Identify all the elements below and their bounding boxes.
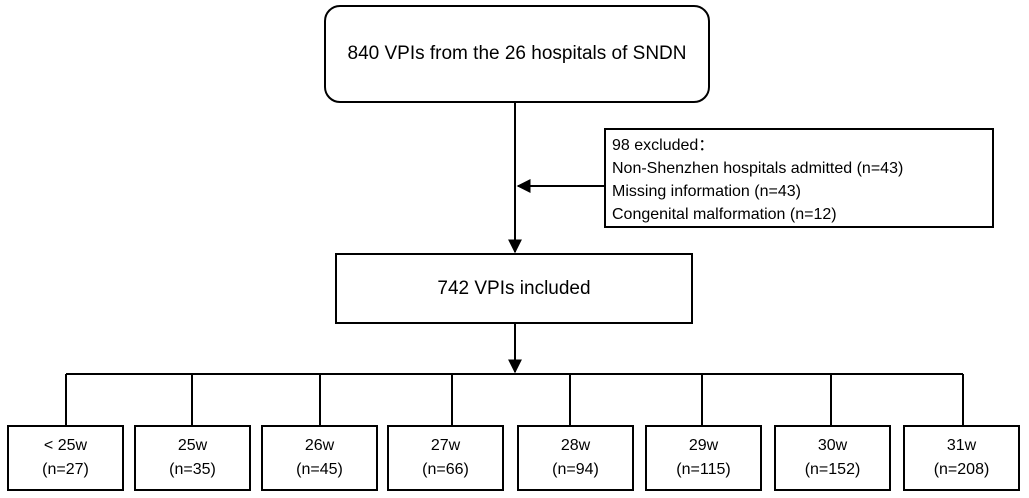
group-box-28w: 28w (n=94) [517, 425, 634, 491]
group-week: 27w [430, 437, 461, 454]
group-week: 29w [688, 437, 719, 454]
group-count: (n=94) [552, 461, 599, 478]
group-box-25w: 25w (n=35) [134, 425, 251, 491]
exclusion-item: Missing information (n=43) [612, 183, 801, 200]
group-count: (n=208) [933, 461, 990, 478]
group-box-lt25w: < 25w (n=27) [7, 425, 124, 491]
exclusion-item: Congenital malformation (n=12) [612, 206, 837, 223]
group-count: (n=66) [422, 461, 469, 478]
exclusion-item: Non-Shenzhen hospitals admitted (n=43) [612, 160, 904, 177]
group-count: (n=35) [169, 461, 216, 478]
exclusion-box: 98 excluded： Non-Shenzhen hospitals admi… [604, 128, 994, 228]
group-box-27w: 27w (n=66) [387, 425, 504, 491]
group-week: 25w [177, 437, 208, 454]
included-text: 742 VPIs included [437, 277, 591, 299]
group-count: (n=115) [676, 461, 731, 478]
group-box-31w: 31w (n=208) [903, 425, 1020, 491]
group-week: 26w [304, 437, 335, 454]
group-box-30w: 30w (n=152) [774, 425, 891, 491]
exclusion-title: 98 excluded： [612, 137, 715, 154]
group-week: 31w [946, 437, 977, 454]
group-count: (n=27) [42, 461, 89, 478]
group-count: (n=152) [804, 461, 861, 478]
group-week: 30w [817, 437, 848, 454]
group-week: 28w [560, 437, 591, 454]
group-week: < 25w [43, 437, 88, 454]
group-box-29w: 29w (n=115) [645, 425, 762, 491]
source-population-text: 840 VPIs from the 26 hospitals of SNDN [347, 43, 687, 64]
group-count: (n=45) [296, 461, 343, 478]
included-box: 742 VPIs included [335, 253, 693, 324]
group-box-26w: 26w (n=45) [261, 425, 378, 491]
source-population-box: 840 VPIs from the 26 hospitals of SNDN [324, 5, 710, 103]
